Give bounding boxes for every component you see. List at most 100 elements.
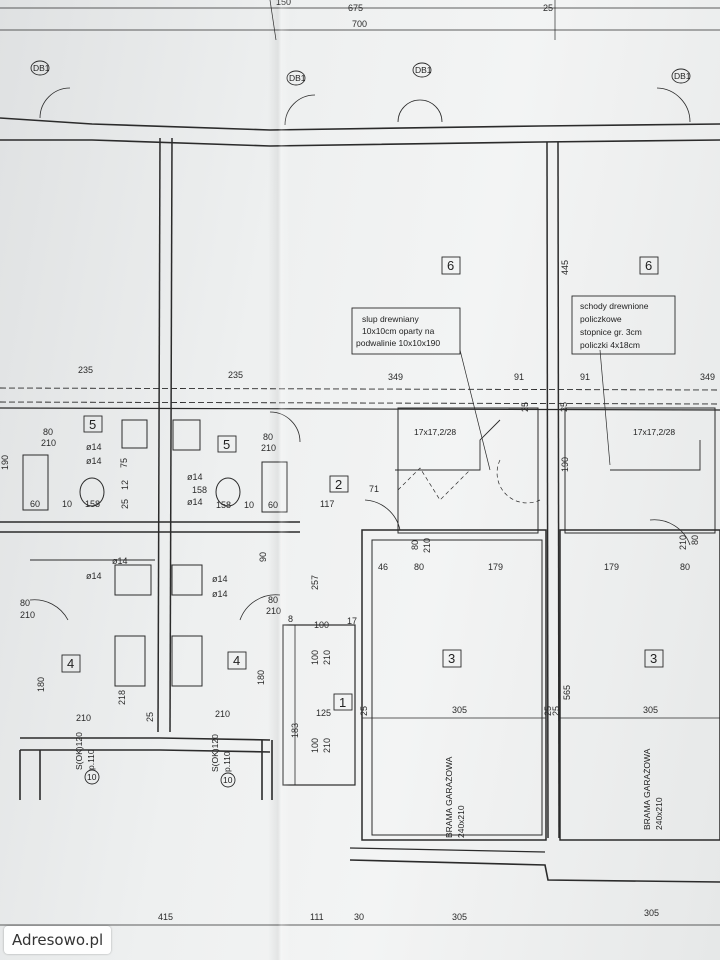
note-post-line3: podwalinie 10x10x190 — [356, 338, 440, 348]
hall-dim-4: 17 — [347, 616, 357, 626]
note-stairs-line2: policzkowe — [580, 314, 622, 324]
bath-dim-13: 25 — [120, 499, 130, 509]
bottom-dim-5: 305 — [644, 908, 659, 918]
stair-label-right: 17x17,2/28 — [633, 427, 675, 437]
hall-dim-5: 125 — [316, 708, 331, 718]
garage-dim-8: 210 — [678, 535, 688, 550]
bath-dim-17: 60 — [268, 500, 278, 510]
kitchen-dim-15: 210 — [215, 709, 230, 719]
kitchen-dim-4: ø14 — [212, 589, 228, 599]
bath-dim-14: 10 — [62, 499, 72, 509]
window-label-3: S(OK)120 — [210, 734, 220, 772]
note-stairs-line4: policzki 4x18cm — [580, 340, 640, 350]
bottom-dim-3: 30 — [354, 912, 364, 922]
kitchen-dim-12: 180 — [256, 670, 266, 685]
garage-dim-10: 565 — [562, 685, 572, 700]
gate-label-3: BRAMA GARAŻOWA — [642, 748, 652, 830]
kitchen-dim-11: 180 — [36, 677, 46, 692]
kitchen-dim-9: 210 — [266, 606, 281, 616]
hall-dim-1: 100 — [314, 620, 329, 630]
door-tag-1: DB1 — [33, 63, 50, 73]
room-6a: 6 — [447, 258, 454, 273]
dim-700: 700 — [352, 19, 367, 29]
bath-dim-6: ø14 — [86, 456, 102, 466]
door-tag-3: DB1 — [415, 65, 432, 75]
room-4a: 4 — [67, 656, 74, 671]
room-5a: 5 — [89, 417, 96, 432]
bath-dim-22: 190 — [560, 457, 570, 472]
garage-dim-2: 210 — [422, 538, 432, 553]
kitchen-dim-14: 210 — [76, 713, 91, 723]
window-label-2: p.110 — [86, 749, 96, 770]
window-label-1: S(OK)120 — [74, 732, 84, 770]
garage-dim-4: 80 — [414, 562, 424, 572]
bath-dim-5: ø14 — [86, 442, 102, 452]
room-3a: 3 — [448, 651, 455, 666]
kitchen-dim-16: 25 — [145, 712, 155, 722]
note-post-line1: slup drewniany — [362, 314, 419, 324]
garage-dim-12: 305 — [643, 705, 658, 715]
dim-150: 150 — [276, 0, 291, 7]
dim-mid-4: 91 — [514, 372, 524, 382]
bath-dim-16: 158 — [216, 500, 231, 510]
garage-dim-1: 80 — [410, 540, 420, 550]
bath-dim-3: 80 — [263, 432, 273, 442]
garage-dim-7: 80 — [680, 562, 690, 572]
kitchen-dim-6: 80 — [20, 598, 30, 608]
hall-dim-9: 8 — [288, 614, 293, 624]
watermark-logo: Adresowo.pl — [4, 926, 112, 954]
garage-dim-3: 46 — [378, 562, 388, 572]
garage-dim-11: 305 — [452, 705, 467, 715]
dim-mid-5: 91 — [580, 372, 590, 382]
bath-dim-12: 12 — [120, 480, 130, 490]
gate-label-1: BRAMA GARAŻOWA — [444, 756, 454, 838]
dim-675: 675 — [348, 3, 363, 13]
room-4b: 4 — [233, 653, 240, 668]
bath-dim-8: ø14 — [187, 472, 203, 482]
bath-dim-19: 190 — [0, 455, 10, 470]
bath-dim-15: 60 — [30, 499, 40, 509]
note-post-line2: 10x10cm oparty na — [362, 326, 435, 336]
kitchen-dim-13: 218 — [117, 690, 127, 705]
garage-dim-13: 25 — [551, 706, 561, 716]
window-circle-1: 10 — [87, 772, 97, 782]
bottom-dim-2: 111 — [310, 912, 324, 922]
room-3b: 3 — [650, 651, 657, 666]
dim-mid-2: 235 — [228, 370, 243, 380]
kitchen-dim-8: 80 — [268, 595, 278, 605]
dim-mid-7: 445 — [560, 260, 570, 275]
garage-dim-6: 179 — [604, 562, 619, 572]
door-tag-2: DB1 — [289, 73, 306, 83]
bath-dim-21: 71 — [369, 484, 379, 494]
hall-dim-3: 210 — [322, 650, 332, 665]
garage-dim-5: 179 — [488, 562, 503, 572]
bath-dim-11: 158 — [85, 499, 100, 509]
room-1: 1 — [339, 695, 346, 710]
stair-label-left: 17x17,2/28 — [414, 427, 456, 437]
kitchen-dim-5: 90 — [258, 552, 268, 562]
room-6b: 6 — [645, 258, 652, 273]
dim-mid-9: 25 — [559, 402, 569, 412]
dim-mid-3: 349 — [388, 372, 403, 382]
bath-dim-1: 80 — [43, 427, 53, 437]
hall-dim-7: 100 — [310, 738, 320, 753]
door-tag-4: DB1 — [674, 71, 691, 81]
note-stairs-line1: schody drewnione — [580, 301, 649, 311]
bath-dim-20: 117 — [320, 499, 334, 509]
room-5b: 5 — [223, 437, 230, 452]
window-label-4: p.110 — [222, 751, 232, 772]
hall-dim-6: 183 — [290, 723, 300, 738]
kitchen-dim-17: 25 — [359, 706, 369, 716]
hall-dim-2: 100 — [310, 650, 320, 665]
garage-dim-9: 80 — [690, 535, 700, 545]
hall-dim-8: 210 — [322, 738, 332, 753]
gate-label-4: 240x210 — [654, 797, 664, 830]
bath-dim-10: ø14 — [187, 497, 203, 507]
kitchen-dim-10: 257 — [310, 575, 320, 590]
kitchen-dim-1: ø14 — [112, 556, 128, 566]
dim-mid-8: 25 — [520, 402, 530, 412]
bottom-dim-4: 305 — [452, 912, 467, 922]
bottom-dim-1: 415 — [158, 912, 173, 922]
